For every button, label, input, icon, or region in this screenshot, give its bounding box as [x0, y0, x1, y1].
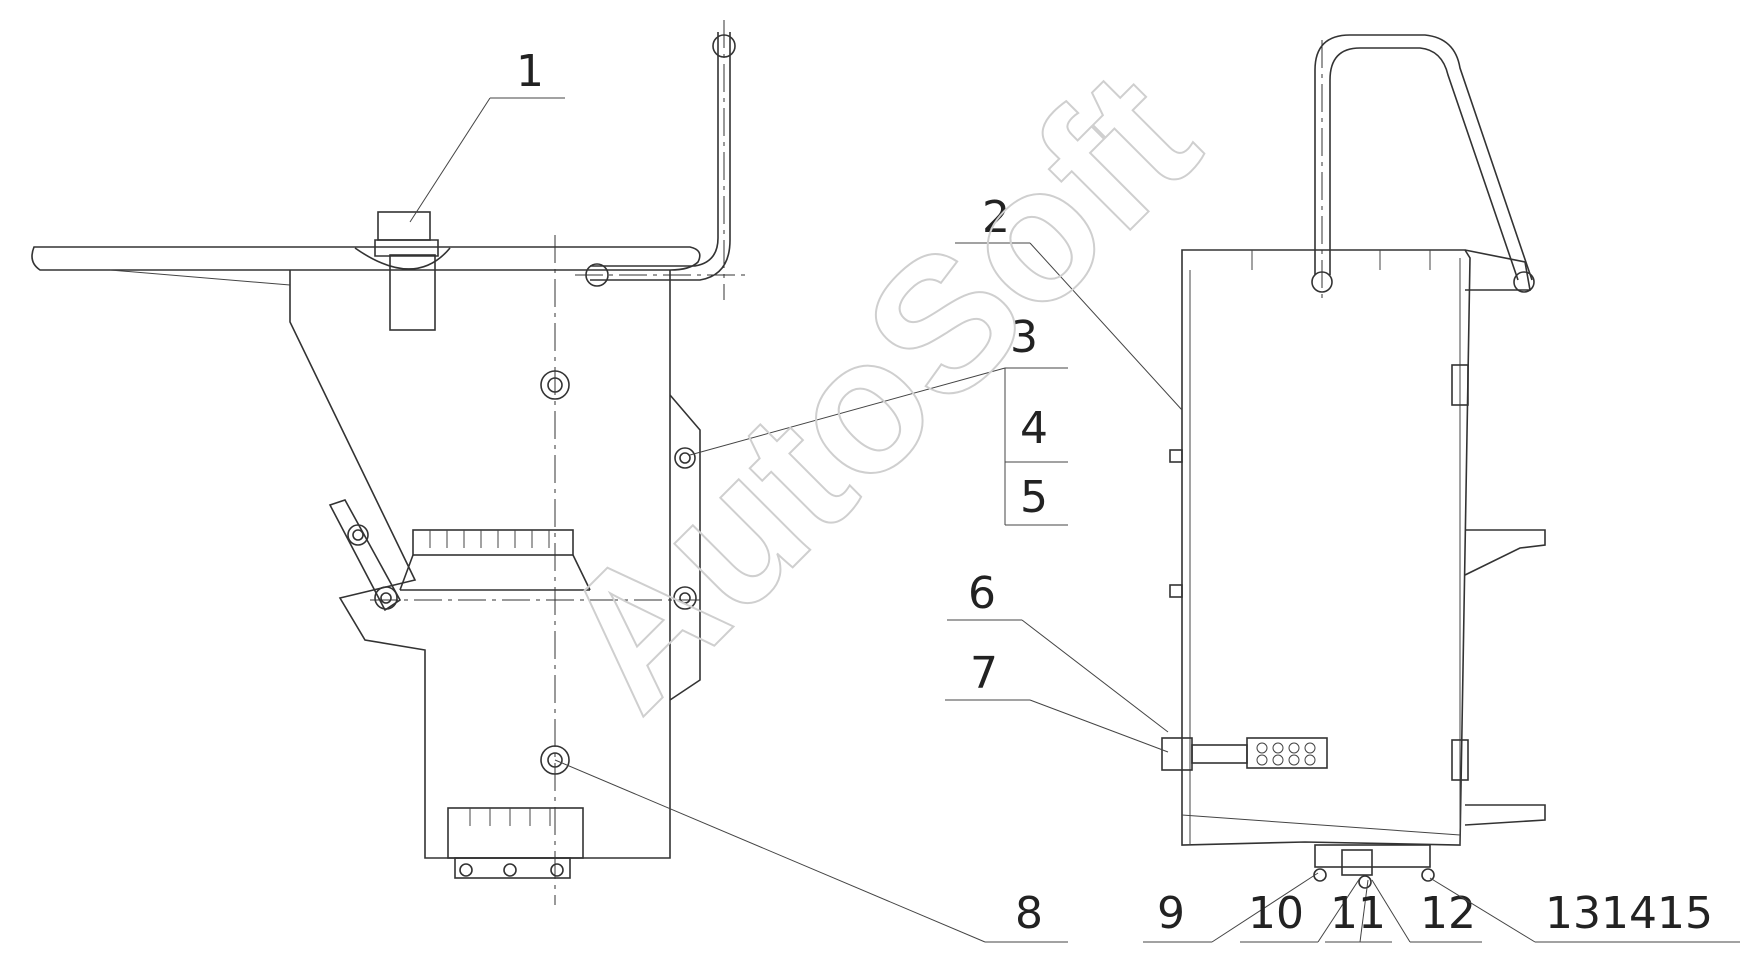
tank-side: [1181, 249, 1471, 846]
left-view: 1 8: [31, 20, 1068, 943]
callout-4: 4: [1020, 403, 1048, 454]
watermark: AutoSoft: [519, 32, 1236, 749]
callout-8: 8: [1015, 888, 1043, 939]
callout-5: 5: [1020, 472, 1048, 523]
callout-11: 11: [1330, 888, 1386, 939]
callout-10: 10: [1248, 888, 1304, 939]
callout-12: 12: [1420, 888, 1476, 939]
callout-2: 2: [982, 192, 1010, 243]
right-view: 2 3 4 5 6 7 9 10 11 12 131415: [945, 34, 1740, 943]
callout-3: 3: [1010, 312, 1038, 363]
tank-body: [289, 270, 671, 859]
callout-7: 7: [970, 648, 998, 699]
callout-1: 1: [516, 46, 544, 97]
callout-6: 6: [968, 568, 996, 619]
deck-plate: [31, 246, 701, 271]
callout-13-14-15: 131415: [1545, 888, 1713, 939]
callout-9: 9: [1157, 888, 1185, 939]
